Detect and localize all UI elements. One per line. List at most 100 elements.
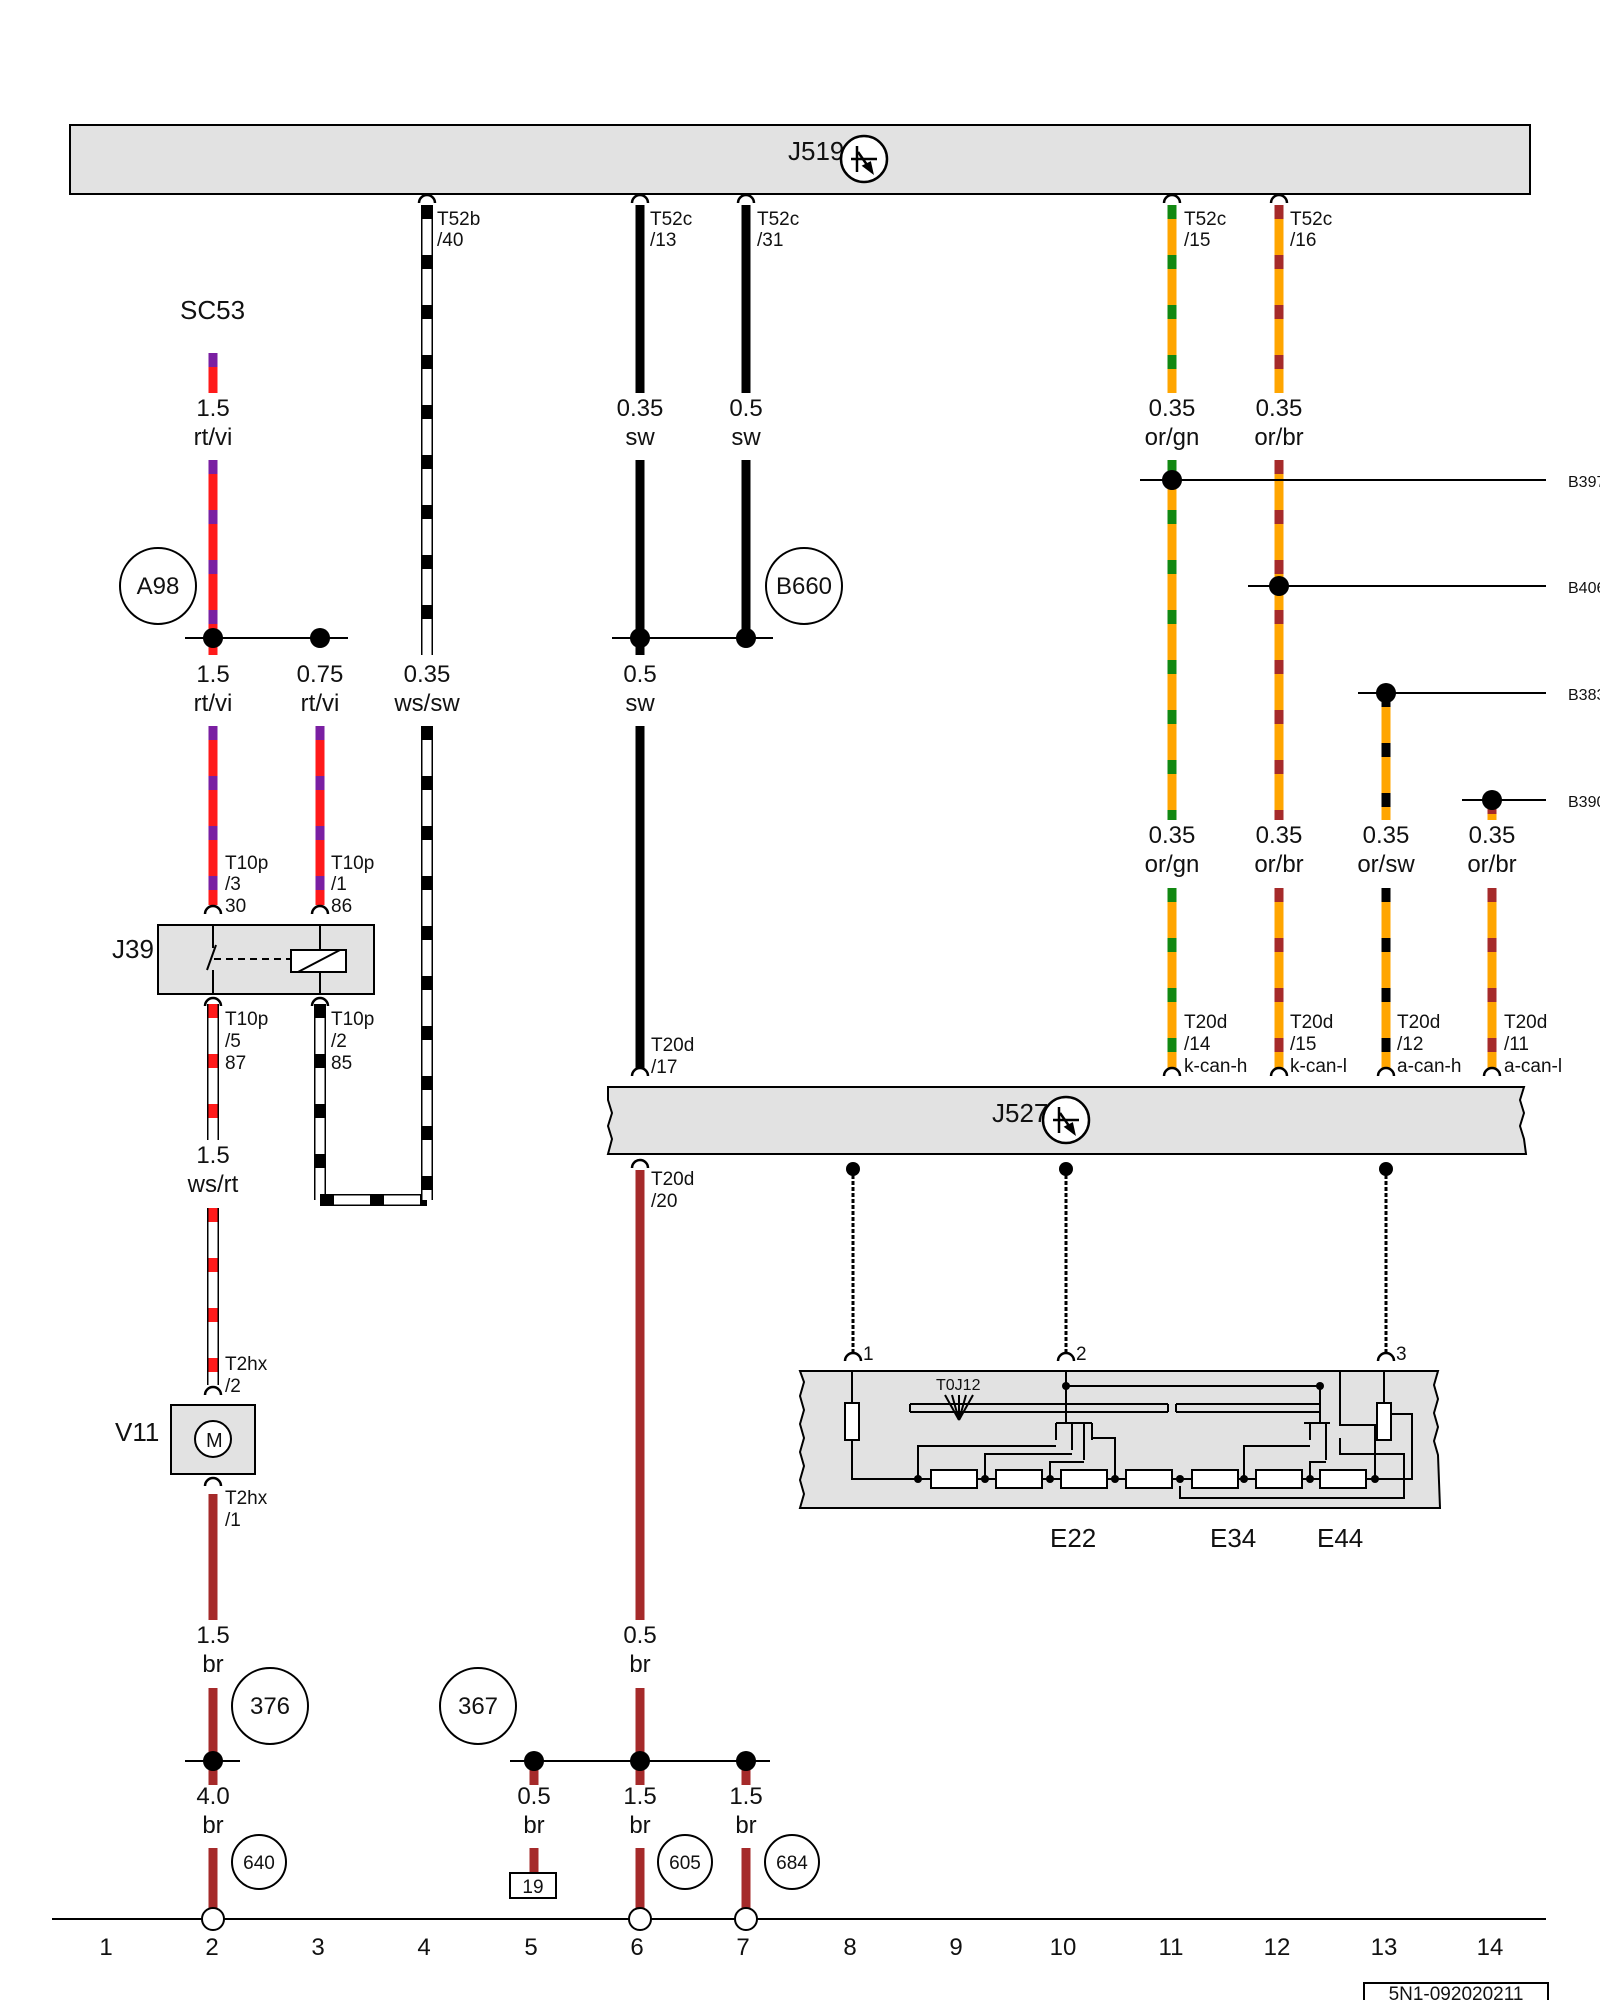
t20d-15-a: T20d (1290, 1012, 1333, 1033)
e34-label: E34 (1210, 1523, 1256, 1553)
wire-size: 4.0 (196, 1783, 229, 1810)
bus-ref-b406: B406 (1568, 580, 1600, 597)
connector-hook (843, 1351, 863, 1362)
connector-hook (203, 1476, 223, 1487)
t20d-12-c: a-can-h (1397, 1056, 1461, 1077)
connector-hook (1162, 193, 1182, 204)
switch-module: T0J12 E22 E34 E44 (798, 1370, 1442, 1553)
ref-b660: B660 (776, 573, 832, 600)
wire-size: 0.5 (729, 395, 762, 422)
t52c-16-b: /16 (1290, 230, 1316, 251)
grid-number: 11 (1159, 1934, 1184, 1961)
wire-color: rt/vi (194, 690, 233, 717)
t10p-2-a: T10p (331, 1009, 374, 1030)
t52c-16-a: T52c (1290, 209, 1332, 230)
t10p-3-b: /3 (225, 874, 241, 895)
t20d-11-c: a-can-l (1504, 1056, 1562, 1077)
t2hx-1-b: /1 (225, 1510, 241, 1531)
wires-layer (207, 205, 1497, 1908)
t20d-15-b: /15 (1290, 1034, 1316, 1055)
j39-relay: J39 (112, 924, 375, 995)
t20d-14-b: /14 (1184, 1034, 1211, 1055)
wire-color: br (629, 1651, 650, 1678)
wire-color: rt/vi (194, 424, 233, 451)
grid-number: 1 (99, 1934, 112, 1961)
wire-size: 1.5 (729, 1783, 762, 1810)
ref-376: 376 (250, 1693, 290, 1720)
switch-pin-2: 2 (1076, 1344, 1087, 1365)
j519-label: J519 (788, 136, 844, 166)
t52c-15-a: T52c (1184, 209, 1226, 230)
wire-size: 0.35 (1149, 395, 1196, 422)
wire-color: br (202, 1812, 223, 1839)
connector-hook (1056, 1351, 1076, 1362)
t10p-1-c: 86 (331, 896, 352, 917)
wire-color: sw (731, 424, 761, 451)
wire-color: sw (625, 690, 655, 717)
reference-circles: A98 B660 376 367 640 605 684 19 (119, 547, 843, 1899)
control-unit-icon (1053, 1107, 1079, 1137)
grid-number: 8 (843, 1934, 856, 1961)
connector-hook (630, 1066, 650, 1077)
t10p-1-b: /1 (331, 874, 347, 895)
j519-module: J519 (69, 124, 1531, 195)
wire-size: 1.5 (196, 395, 229, 422)
connector-hook (203, 904, 223, 915)
t52c-31-b: /31 (757, 230, 783, 251)
wire-color: ws/sw (393, 690, 460, 717)
wire-size: 0.5 (517, 1783, 550, 1810)
t20d-17-a: T20d (651, 1035, 694, 1056)
connector-hook (417, 193, 437, 204)
grid-number: 3 (311, 1934, 324, 1961)
t20d-17-b: /17 (651, 1057, 677, 1078)
wire-size: 0.75 (297, 661, 344, 688)
t52b-40-b: /40 (437, 230, 463, 251)
t20d-11-b: /11 (1504, 1034, 1529, 1055)
switch-pin-1: 1 (863, 1344, 874, 1365)
ref-a98: A98 (137, 573, 180, 600)
footer-code-label: 5N1-092020211 (1389, 1984, 1524, 2000)
switch-pin-3: 3 (1396, 1344, 1407, 1365)
j527-module: J527 (606, 1086, 1528, 1155)
bus-references: B397 B406 B383 B390 (1568, 474, 1600, 811)
ground-terminals (201, 1907, 758, 1931)
t0j12-label: T0J12 (936, 1377, 981, 1394)
e44-label: E44 (1317, 1523, 1363, 1553)
connector-hook (1269, 1066, 1289, 1077)
t10p-3-a: T10p (225, 853, 268, 874)
connector-hook (1162, 1066, 1182, 1077)
t20d-11-a: T20d (1504, 1012, 1547, 1033)
connector-hook (630, 1158, 650, 1169)
ref-684: 684 (776, 1853, 808, 1874)
grid-number: 7 (736, 1934, 749, 1961)
connector-labels: T52b /40 T52c /13 T52c /31 T52c /15 T52c… (225, 209, 1562, 1531)
grid-numbers: 1 2 3 4 5 6 7 8 9 10 11 12 13 14 (99, 1934, 1503, 1961)
grid-number: 2 (205, 1934, 218, 1961)
t20d-14-a: T20d (1184, 1012, 1227, 1033)
wire-color: or/br (1254, 424, 1303, 451)
wire-size: 0.35 (1469, 822, 1516, 849)
bus-ref-b397: B397 (1568, 474, 1600, 491)
wire-color: sw (625, 424, 655, 451)
wire-color: rt/vi (301, 690, 340, 717)
wire-color: br (629, 1812, 650, 1839)
wire-color: br (735, 1812, 756, 1839)
motor-symbol: M (206, 1430, 223, 1452)
grid-number: 5 (524, 1934, 537, 1961)
connector-hook (203, 1385, 223, 1396)
t2hx-2-a: T2hx (225, 1354, 268, 1375)
wire-size: 1.5 (623, 1783, 656, 1810)
bus-ref-b383: B383 (1568, 687, 1600, 704)
t2hx-1-a: T2hx (225, 1488, 268, 1509)
connector-hook (203, 996, 223, 1007)
grid-number: 6 (630, 1934, 643, 1961)
t20d-20-a: T20d (651, 1169, 694, 1190)
ref-640: 640 (243, 1853, 275, 1874)
connector-hook (1269, 193, 1289, 204)
junction-dots (203, 470, 1502, 1771)
wire-size: 0.35 (617, 395, 664, 422)
t52c-13-a: T52c (650, 209, 692, 230)
ref-367: 367 (458, 1693, 498, 1720)
footer-code: 5N1-092020211 (1363, 1982, 1549, 2000)
